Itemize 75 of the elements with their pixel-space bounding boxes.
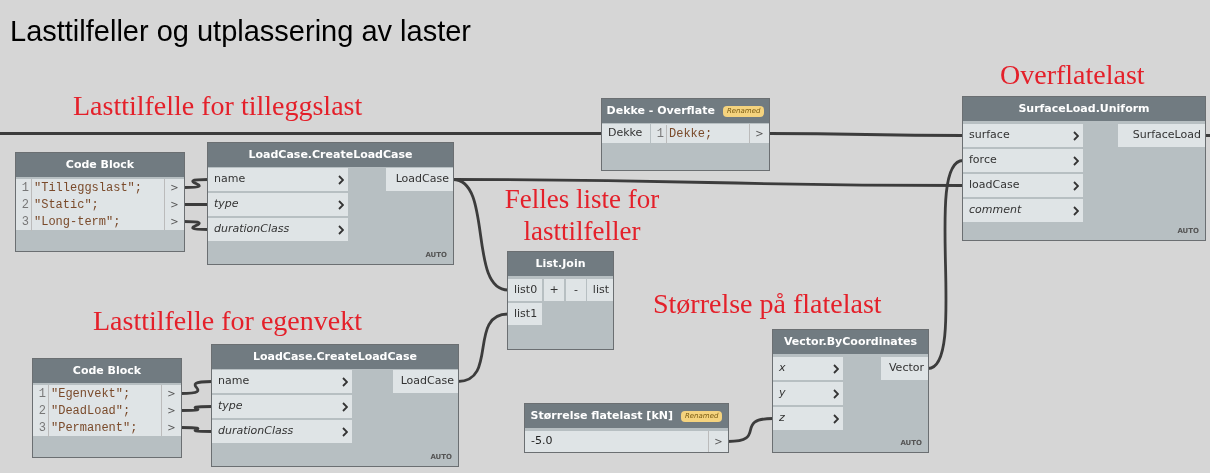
- code-text: "DeadLoad";: [50, 402, 132, 420]
- input-port: type: [208, 193, 348, 216]
- function-node: [962, 96, 1206, 241]
- input-port: force: [963, 149, 1083, 172]
- node-title: List.Join: [535, 255, 586, 272]
- number-input: [525, 431, 728, 452]
- input-port: durationClass: [208, 218, 348, 241]
- input-port: Dekke: [602, 124, 650, 143]
- output-port: SurfaceLoad: [1118, 124, 1205, 147]
- node-title: Code Block: [65, 156, 135, 173]
- input-port: type: [212, 395, 352, 418]
- port-button: -: [566, 279, 586, 301]
- function-node: [32, 358, 182, 458]
- code-text: "Tilleggslast";: [33, 179, 144, 197]
- code-text: Dekke;: [668, 125, 714, 143]
- code-text: "Egenvekt";: [50, 385, 132, 403]
- input-port: list0: [508, 279, 542, 301]
- output-port: list: [587, 279, 613, 301]
- input-port: durationClass: [212, 420, 352, 443]
- annotation-text: Lasttilfelle for tilleggslast: [73, 89, 363, 123]
- node-title: LoadCase.CreateLoadCase: [253, 348, 417, 365]
- function-node: [15, 152, 185, 252]
- line-number: 3: [33, 418, 49, 437]
- wire: [183, 220, 209, 231]
- node-title: SurfaceLoad.Uniform: [1018, 100, 1150, 117]
- wire: [180, 380, 213, 395]
- annotation-text: Størrelse på flatelast: [653, 287, 882, 321]
- wire: [452, 178, 509, 292]
- line-number: 1: [651, 124, 667, 143]
- input-port: z: [773, 407, 843, 430]
- wire: [184, 203, 208, 206]
- function-node: [507, 251, 614, 350]
- function-node: [601, 98, 770, 171]
- wire: [0, 132, 602, 135]
- function-node: [772, 329, 929, 453]
- line-number: 3: [16, 212, 32, 231]
- output-port: >: [749, 124, 769, 143]
- input-port: list1: [508, 303, 542, 325]
- wire: [769, 132, 963, 137]
- wire: [457, 312, 509, 383]
- output-port: Vector: [881, 357, 928, 380]
- output-port: >: [708, 431, 728, 452]
- code-text: "Static";: [33, 196, 100, 214]
- input-port: loadCase: [963, 174, 1083, 197]
- output-port: >: [164, 213, 184, 230]
- input-port: name: [212, 370, 352, 393]
- annotation-text: Overflatelast: [1000, 58, 1145, 92]
- function-node: [211, 344, 459, 467]
- annotation-text: Felles liste for lasttilfeller: [503, 183, 661, 247]
- code-text: "Long-term";: [33, 213, 122, 231]
- number-value: -5.0: [530, 433, 554, 450]
- node-title: Vector.ByCoordinates: [783, 333, 918, 350]
- input-port: y: [773, 382, 843, 405]
- page-title: Lasttilfeller og utplassering av laster: [10, 14, 471, 49]
- wire: [183, 178, 209, 189]
- input-port: comment: [963, 199, 1083, 222]
- wire: [727, 417, 774, 443]
- node-title: LoadCase.CreateLoadCase: [248, 146, 413, 163]
- code-text: "Permanent";: [50, 419, 139, 437]
- node-title: Størrelse flatelast [kN]: [530, 407, 673, 424]
- wire: [181, 426, 212, 433]
- wire: [927, 159, 964, 370]
- node-title: Dekke - Overflate: [606, 102, 715, 119]
- output-port: >: [161, 419, 181, 436]
- port-button: +: [544, 279, 564, 301]
- input-port: name: [208, 168, 348, 191]
- wire: [181, 405, 212, 412]
- input-port: surface: [963, 124, 1083, 147]
- function-node: [524, 403, 729, 453]
- output-port: LoadCase: [386, 168, 453, 191]
- node-title: Code Block: [72, 362, 142, 379]
- output-port: LoadCase: [393, 370, 458, 393]
- function-node: [207, 142, 454, 265]
- input-port: x: [773, 357, 843, 380]
- annotation-text: Lasttilfelle for egenvekt: [93, 304, 362, 338]
